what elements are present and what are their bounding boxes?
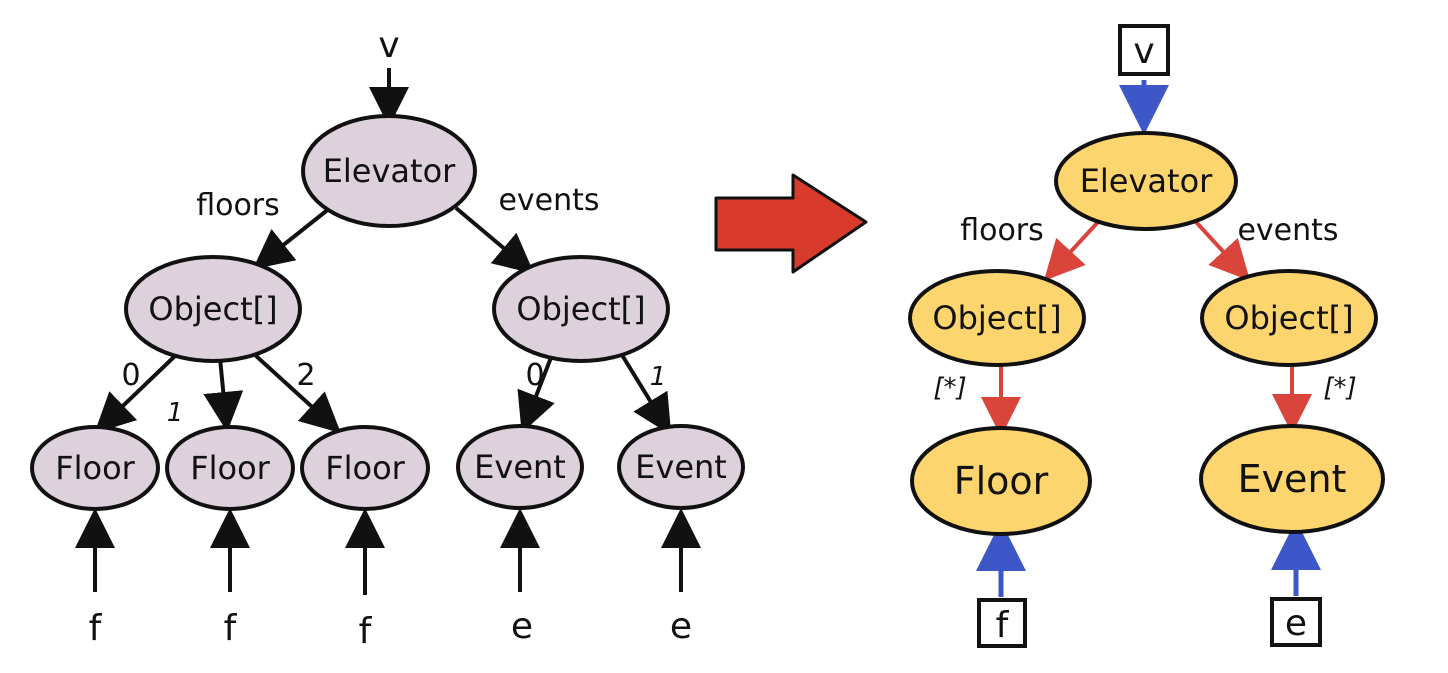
index-floor-1-label: 1 [167,398,184,428]
elevator-label: Elevator [323,152,456,190]
node-floor-1 [30,425,160,511]
node-event-1 [456,424,584,510]
var-f-3-label: f [359,611,373,652]
floor-summary-label: Floor [954,459,1049,503]
index-event-0-label: 0 [525,358,544,393]
index-floor-2-label: 2 [296,358,315,393]
edge-floor-0 [94,353,178,434]
node-object-events-summary [1200,269,1378,367]
var-v-summary-label: v [1133,31,1154,72]
elevator-summary-label: Elevator [1080,162,1213,200]
floor-1-label: Floor [55,449,135,487]
star-floors-label: [*] [933,373,966,403]
var-e-2-label: e [670,606,692,647]
floor-2-label: Floor [190,449,270,487]
var-e-1-label: e [511,606,533,647]
edge-floors-summary [1043,220,1100,281]
node-elevator-summary [1054,131,1238,231]
edge-floor-1 [203,357,244,432]
floor-3-label: Floor [325,449,405,487]
var-v-label: v [378,25,399,66]
node-event-summary [1199,424,1385,534]
var-f-2-label: f [224,608,238,649]
node-object-floors-summary [908,269,1086,367]
event-1-label: Event [474,448,566,486]
edge-event-0 [517,354,555,434]
node-floor-2 [165,425,295,511]
node-event-2 [617,424,745,510]
edge-events [454,206,535,274]
var-e-box [1270,597,1322,647]
edge-floor-2 [253,353,341,434]
index-event-1-label: 1 [650,362,667,392]
node-elevator [301,114,477,228]
var-f-box [977,598,1027,648]
node-floor-summary [910,426,1092,536]
left-object-graph: v Elevator floors events Object[] Object… [30,25,745,652]
edge-events-summary [1194,220,1251,281]
node-object-floors [124,255,302,363]
floors-summary-edge-label: floors [960,213,1044,248]
event-2-label: Event [635,448,727,486]
floors-edge-label: floors [196,188,280,223]
events-summary-edge-label: events [1237,213,1338,248]
node-object-events [492,255,670,363]
var-e-summary-label: e [1285,603,1307,644]
var-v-box [1118,24,1170,76]
transform-arrow-icon [714,173,868,274]
var-f-1-label: f [89,608,103,649]
object-events-label: Object[] [516,290,645,328]
object-events-summary-label: Object[] [1224,299,1353,337]
object-floors-label: Object[] [148,290,277,328]
edge-event-1 [620,353,672,436]
events-edge-label: events [498,183,599,218]
event-summary-label: Event [1238,457,1347,501]
edge-floors [252,206,332,270]
star-events-label: [*] [1323,373,1356,403]
var-f-summary-label: f [996,605,1010,646]
object-floors-summary-label: Object[] [932,299,1061,337]
node-floor-3 [300,425,430,511]
right-abstract-graph: v Elevator floors events Object[] Object… [908,24,1385,648]
index-floor-0-label: 0 [121,358,140,393]
